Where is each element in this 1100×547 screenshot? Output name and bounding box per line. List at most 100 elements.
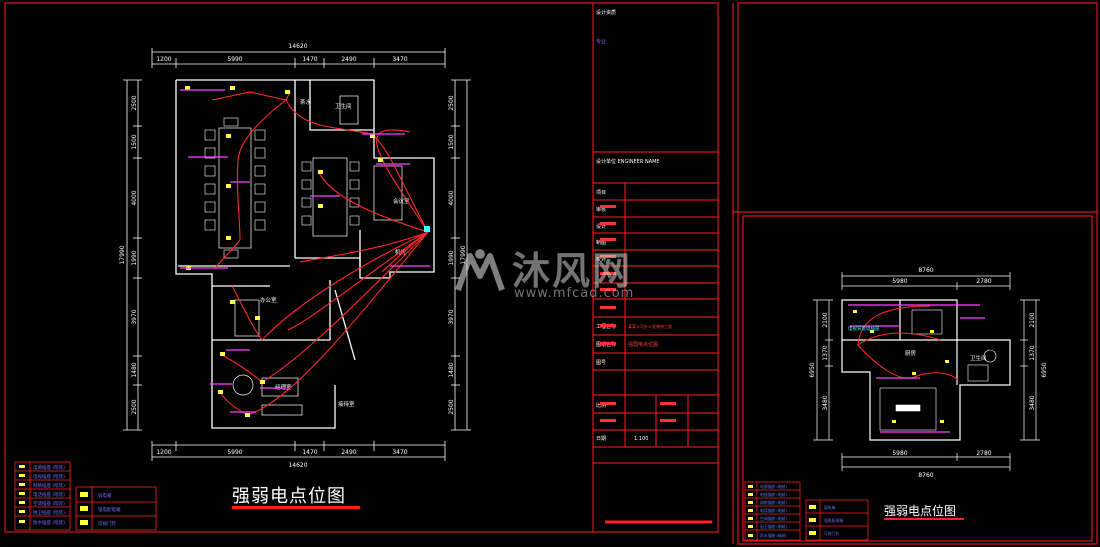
svg-text:电源插座 (暗装): 电源插座 (暗装)	[760, 484, 787, 489]
main-dimension-text-vertical: 17990 2500 1500 4000 1990 3970 1480 2500…	[119, 95, 467, 414]
dim-left-4: 1990	[131, 250, 138, 265]
title-block	[592, 3, 718, 532]
dim-right-4: 1990	[448, 250, 455, 265]
tb-project: 某某公司办公室装修工程	[628, 323, 672, 329]
small-room-labels: 卫生间 厨房	[905, 349, 987, 362]
svg-text:网络插座 (暗装): 网络插座 (暗装)	[760, 500, 787, 505]
svg-text:厨卫插座 (暗装): 厨卫插座 (暗装)	[760, 524, 787, 529]
dim-bottom-2: 5990	[227, 449, 242, 456]
dim-right-5: 3970	[448, 309, 455, 324]
room-meeting: 会议室	[393, 197, 410, 205]
svg-text:可视门铃: 可视门铃	[824, 531, 839, 536]
svg-text:电源插座 (暗装): 电源插座 (暗装)	[33, 464, 65, 471]
svg-text:可视门铃: 可视门铃	[98, 520, 116, 527]
small-dim-left-total: 6950	[809, 362, 816, 377]
small-dim-bottom-1: 5980	[892, 450, 907, 457]
small-dim-right-1: 2100	[1029, 312, 1036, 327]
tb-row-5: 校对	[596, 256, 606, 263]
tb-designer-label: 设计单位 ENGINEER NAME	[596, 158, 660, 165]
dim-left-total: 17990	[119, 245, 126, 264]
dim-top-2: 5990	[227, 56, 242, 63]
watermark-logo-icon	[455, 249, 505, 291]
legend-small-text: 电源插座 (暗装) 电视插座 (暗装) 网络插座 (暗装) 电话插座 (暗装) …	[760, 484, 843, 538]
small-dim-top-2: 2780	[976, 278, 991, 285]
device-markers-small	[853, 310, 949, 423]
watermark-site: www.mfcad.com	[514, 286, 635, 301]
dim-top-total: 14620	[288, 43, 307, 50]
svg-text:厨卫插座 (暗装): 厨卫插座 (暗装)	[33, 509, 65, 516]
small-dim-bottom-2: 2780	[976, 450, 991, 457]
tb-row-8: 图号	[596, 360, 606, 366]
dim-left-2: 1500	[131, 134, 138, 149]
tb-row-3: 设计	[596, 223, 606, 230]
tb-row-4: 制图	[596, 239, 606, 246]
drawing-title-small-underline	[884, 518, 964, 520]
small-dim-right-2: 1370	[1029, 345, 1036, 360]
tb-scale: 1:100	[634, 436, 648, 442]
small-dim-left-2: 1370	[822, 345, 829, 360]
drawing-frames	[4, 2, 1098, 545]
small-dim-top-1: 5980	[892, 278, 907, 285]
title-block-text: 设计资质 专业 设计单位 ENGINEER NAME 项目 审核 设计 制图 校…	[596, 9, 672, 442]
dim-right-7: 2500	[448, 399, 455, 414]
legend-main-symbols	[19, 465, 88, 525]
svg-text:空调插座 (暗装): 空调插座 (暗装)	[760, 516, 787, 521]
legend-main-text: 电源插座 (暗装) 电视插座 (暗装) 网络插座 (暗装) 电话插座 (暗装) …	[33, 464, 121, 527]
svg-text:电话插座 (暗装): 电话插座 (暗装)	[33, 491, 65, 498]
small-dim-right-3: 3480	[1029, 395, 1036, 410]
dim-left-7: 2500	[131, 399, 138, 414]
dim-left-6: 1480	[131, 362, 138, 377]
room-office: 办公室	[260, 296, 277, 304]
dim-bottom-3: 1470	[302, 449, 317, 456]
dim-left-5: 3970	[131, 309, 138, 324]
small-dim-left-1: 2100	[822, 312, 829, 327]
drawing-title: 强弱电点位图	[232, 486, 346, 507]
tb-row-2: 审核	[596, 206, 606, 213]
main-dimensions	[123, 48, 471, 461]
drawing-title-small: 强弱电点位图	[884, 504, 957, 518]
svg-text:弱电箱: 弱电箱	[98, 492, 112, 499]
svg-text:电视插座 (暗装): 电视插座 (暗装)	[33, 473, 65, 480]
tb-line-2: 专业	[596, 38, 606, 45]
dim-right-3: 4000	[448, 190, 455, 205]
room-tea: 茶水	[300, 98, 312, 106]
small-dimensions	[813, 272, 1040, 471]
device-markers-main	[185, 86, 430, 417]
device-lines-main	[180, 89, 430, 413]
main-walls	[175, 79, 435, 429]
drawing-title-underline	[232, 506, 360, 509]
title-block-marks	[600, 205, 676, 422]
svg-text:空调插座 (暗装): 空调插座 (暗装)	[33, 500, 65, 507]
watermark-brand: 沐风网	[512, 249, 633, 293]
tb-row-1: 项目	[596, 190, 606, 196]
legend-small	[744, 481, 869, 541]
dim-bottom-total: 14620	[288, 462, 307, 469]
small-room-kitchen: 厨房	[905, 349, 917, 357]
tb-row-9: 比例	[596, 402, 606, 409]
dim-top-3: 1470	[302, 56, 317, 63]
dim-top-4: 2490	[341, 56, 356, 63]
dim-left-3: 4000	[131, 190, 138, 205]
svg-text:电话插座 (暗装): 电话插座 (暗装)	[760, 508, 787, 513]
dim-top-5: 3470	[392, 56, 407, 63]
dim-left-1: 2500	[131, 95, 138, 110]
dim-top-1: 1200	[156, 56, 171, 63]
svg-text:电视插座 (暗装): 电视插座 (暗装)	[760, 492, 787, 497]
wiring-small	[857, 305, 959, 381]
small-walls	[841, 299, 1011, 441]
room-manager: 经理室	[275, 383, 292, 391]
small-dim-bottom-total: 8760	[918, 472, 933, 479]
svg-text:防水插座 (暗装): 防水插座 (暗装)	[760, 533, 787, 538]
room-toilet: 卫生间	[335, 102, 352, 110]
legend-main	[14, 461, 157, 531]
small-dim-top-total: 8760	[918, 267, 933, 274]
device-lines-small	[848, 304, 985, 433]
legend-small-symbols	[748, 485, 816, 537]
dim-right-2: 1500	[448, 134, 455, 149]
svg-text:弱电箱: 弱电箱	[824, 505, 836, 510]
svg-text:防水插座 (暗装): 防水插座 (暗装)	[33, 519, 65, 526]
svg-text:强电配电箱: 强电配电箱	[98, 506, 121, 513]
dim-bottom-5: 3470	[392, 449, 407, 456]
small-dimension-text: 8760 5980 2780 5980 2780 8760 6950 2100 …	[809, 267, 1048, 479]
